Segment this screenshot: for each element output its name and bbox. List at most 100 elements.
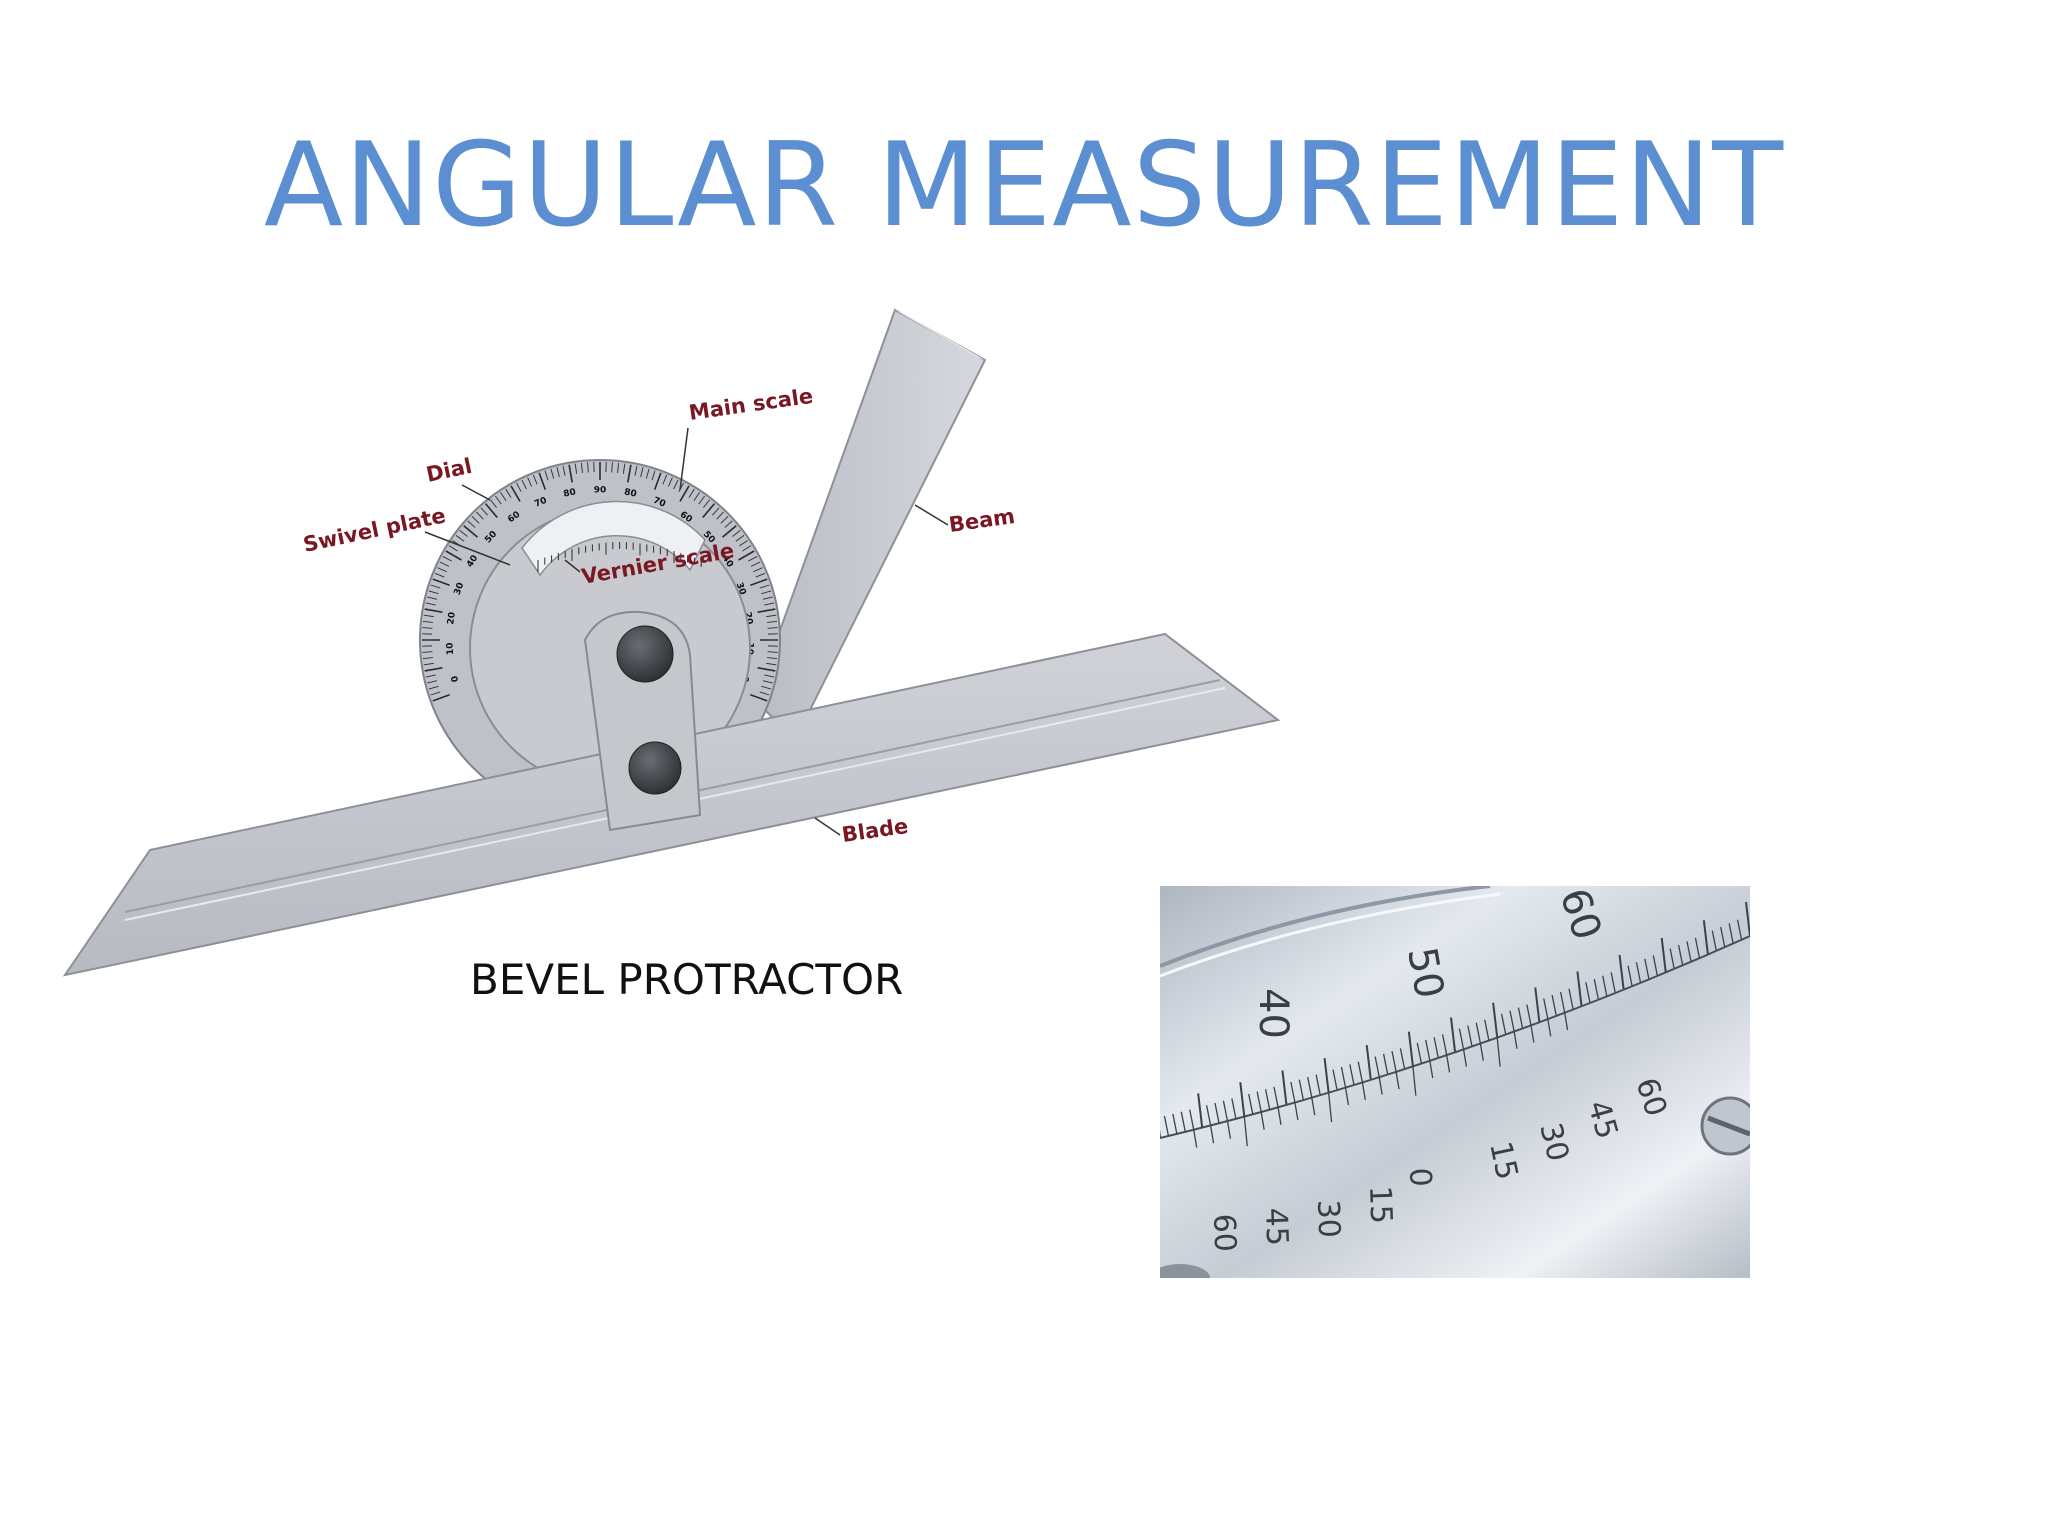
dial-number: 80 xyxy=(623,487,637,499)
main-scale-tick xyxy=(1602,975,1608,996)
label-swivel-plate: Swivel plate xyxy=(301,503,448,557)
caption-bevel-protractor: BEVEL PROTRACTOR xyxy=(470,955,904,1004)
main-scale-tick xyxy=(1416,1042,1422,1063)
dial-tick xyxy=(762,680,773,684)
vernier-number: 15 xyxy=(1362,1185,1398,1224)
dial-number: 70 xyxy=(651,496,666,510)
main-scale-tick xyxy=(1163,1115,1170,1137)
dial-tick xyxy=(490,499,497,508)
dial-tick xyxy=(427,680,438,684)
vernier-scale-tick xyxy=(1412,1065,1417,1096)
dial-tick xyxy=(748,556,758,562)
vernier-scale-tick xyxy=(1547,1018,1552,1037)
vernier-number: 30 xyxy=(1310,1199,1346,1238)
label-beam: Beam xyxy=(947,504,1016,537)
dial-tick xyxy=(759,584,770,589)
dial-tick xyxy=(430,691,441,696)
dial-tick xyxy=(471,516,480,524)
vernier-scale-tick xyxy=(1513,1030,1518,1049)
main-scale-tick xyxy=(1702,920,1709,955)
dial-tick xyxy=(574,463,578,474)
main-scale-number: 50 xyxy=(1398,944,1452,1002)
main-scale-tick xyxy=(1635,962,1642,983)
vernier-closeup-photo: 40 50 60 0 15 30 45 60 15 30 45 60 xyxy=(1160,886,1750,1278)
main-scale-tick xyxy=(1686,941,1692,962)
dial-tick xyxy=(753,567,763,573)
main-scale-tick xyxy=(1290,1081,1296,1103)
main-scale-tick xyxy=(1720,926,1726,948)
dial-tick xyxy=(430,584,441,589)
main-scale-tick xyxy=(1534,987,1541,1022)
dial-tick xyxy=(735,535,745,542)
dial-tick xyxy=(532,474,538,485)
main-scale-tick xyxy=(1441,1034,1448,1055)
main-scale-tick xyxy=(1407,1031,1414,1066)
dial-tick xyxy=(422,657,433,660)
main-scale-tick xyxy=(1273,1086,1279,1108)
main-scale-tick xyxy=(1248,1093,1254,1115)
dial-tick xyxy=(738,550,755,561)
dial-tick xyxy=(556,467,560,478)
dial-tick xyxy=(521,479,527,490)
main-scale-tick xyxy=(1652,955,1658,976)
main-scale-tick xyxy=(1433,1037,1439,1058)
label-main-scale: Main scale xyxy=(687,384,814,425)
vernier-scale-tick xyxy=(1530,1024,1535,1043)
vernier-scale-tick xyxy=(1327,1092,1333,1123)
dial-tick xyxy=(755,572,766,578)
main-scale-tick xyxy=(1492,1002,1499,1037)
dial-tick xyxy=(750,693,768,702)
upper-knob xyxy=(616,625,674,683)
dial-tick xyxy=(423,614,434,618)
dial-number: 20 xyxy=(742,611,754,625)
dial-number: 0 xyxy=(450,674,461,683)
dial-tick xyxy=(428,590,439,595)
dial-tick xyxy=(622,463,626,474)
main-scale-tick xyxy=(1332,1069,1338,1090)
photo-ticks xyxy=(1160,901,1750,1148)
vernier-scale-tick xyxy=(1226,1120,1232,1139)
dial-tick xyxy=(480,507,488,516)
dial-ticks xyxy=(422,462,778,702)
main-scale-tick xyxy=(1543,998,1549,1019)
dial-tick xyxy=(761,590,772,595)
dial-tick xyxy=(432,693,450,702)
vernier-scale-tick xyxy=(1496,1036,1501,1067)
dial-tick xyxy=(587,462,589,473)
photo-background xyxy=(1160,886,1750,1278)
main-scale-tick xyxy=(1391,1050,1397,1072)
main-scale-tick xyxy=(1610,972,1616,993)
vernier-scale-tick xyxy=(1445,1054,1451,1073)
main-scale-tick xyxy=(1264,1089,1271,1110)
dial-tick xyxy=(724,520,733,528)
main-scale-tick xyxy=(1180,1111,1186,1132)
dial-tick xyxy=(448,545,458,552)
main-scale-tick xyxy=(1399,1048,1406,1069)
dial-tick xyxy=(767,657,778,660)
vernier-scale-tick xyxy=(1193,1129,1198,1148)
dial-tick xyxy=(568,464,574,483)
dial-tick xyxy=(720,516,729,524)
dial-tick xyxy=(562,465,566,476)
dial-tick xyxy=(463,524,478,538)
main-scale-tick xyxy=(1551,995,1557,1016)
dial-tick xyxy=(484,503,498,518)
main-scale-tick xyxy=(1745,901,1750,937)
dial-tick xyxy=(500,492,507,501)
main-scale-tick xyxy=(1618,954,1625,990)
dial-tick xyxy=(678,482,684,492)
dial-tick xyxy=(732,530,741,537)
vernier-scale-tick xyxy=(1277,1106,1282,1125)
dial-tick xyxy=(442,556,452,562)
label-blade: Blade xyxy=(840,814,909,847)
main-scale-tick xyxy=(1593,978,1599,1000)
dial-tick xyxy=(640,467,644,478)
vernier-scale-tick xyxy=(1209,1125,1215,1144)
dial-tick xyxy=(645,468,650,479)
dial-tick xyxy=(527,477,533,487)
main-scale-tick xyxy=(1365,1045,1372,1080)
vernier-scale-tick xyxy=(1344,1086,1350,1106)
main-scale-tick xyxy=(1660,937,1667,973)
dial-tick xyxy=(767,651,778,653)
vernier-scale-tick xyxy=(1479,1042,1484,1061)
